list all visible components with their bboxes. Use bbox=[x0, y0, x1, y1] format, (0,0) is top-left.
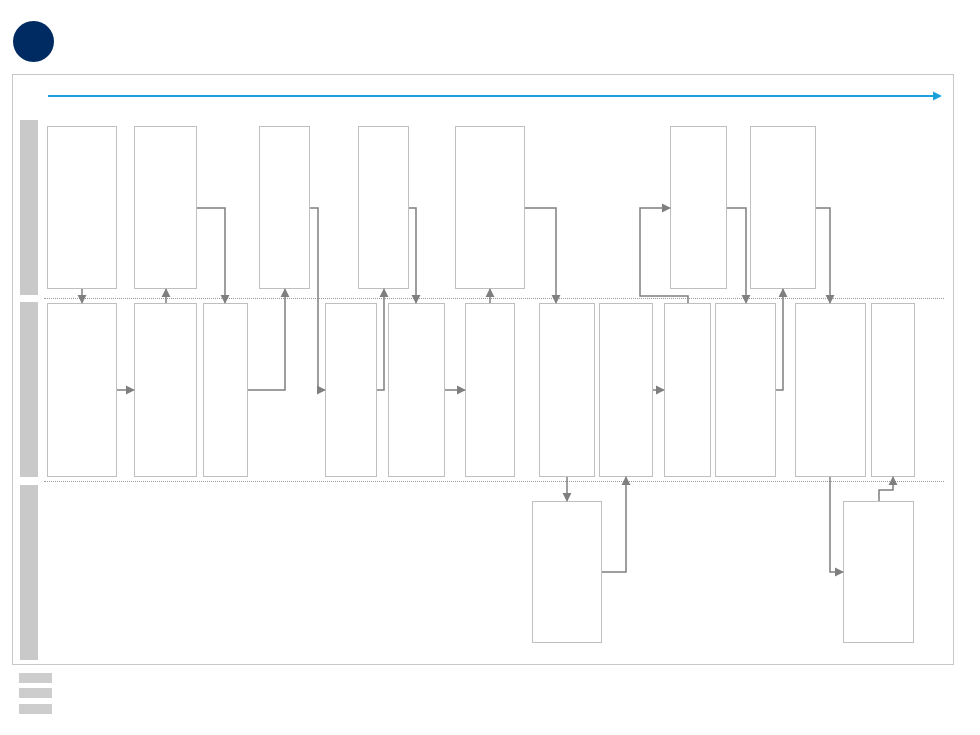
lane2-step-11 bbox=[795, 303, 866, 477]
lane2-step-10 bbox=[715, 303, 776, 477]
connector-7 bbox=[377, 288, 389, 391]
connector-18 bbox=[816, 207, 835, 304]
lane2-step-8 bbox=[599, 303, 653, 477]
connector-20 bbox=[878, 476, 898, 501]
connector-5 bbox=[248, 288, 290, 391]
lane2-step-12 bbox=[871, 303, 915, 477]
lane1-step-1 bbox=[47, 126, 117, 289]
connector-6 bbox=[310, 207, 326, 395]
legend-swatch-1 bbox=[19, 673, 52, 683]
lane1-step-7 bbox=[750, 126, 816, 289]
legend-swatch-2 bbox=[19, 688, 52, 698]
connector-19 bbox=[829, 477, 844, 577]
connector-4 bbox=[197, 207, 230, 304]
connector-13 bbox=[602, 476, 631, 573]
lane2-step-1 bbox=[47, 303, 117, 477]
lane-header-1 bbox=[20, 120, 38, 295]
lane2-step-7 bbox=[539, 303, 595, 477]
lane-header-2 bbox=[20, 302, 38, 477]
lane2-step-5 bbox=[388, 303, 445, 477]
lane3-step-1 bbox=[532, 501, 602, 643]
connector-15 bbox=[639, 203, 689, 303]
legend-swatch-3 bbox=[19, 704, 52, 714]
lane2-step-2 bbox=[134, 303, 197, 477]
lane-separator-2 bbox=[44, 481, 944, 482]
lane2-step-3 bbox=[203, 303, 248, 477]
lane-header-3 bbox=[20, 485, 38, 660]
lane-separator-1 bbox=[44, 298, 944, 299]
connector-11 bbox=[525, 207, 561, 304]
connector-16 bbox=[727, 207, 751, 304]
lane1-step-5 bbox=[455, 126, 525, 289]
diagram-frame bbox=[12, 74, 954, 665]
connector-8 bbox=[409, 207, 421, 304]
lane2-step-9 bbox=[664, 303, 711, 477]
logo-circle bbox=[13, 21, 54, 62]
connector-17 bbox=[776, 288, 788, 391]
